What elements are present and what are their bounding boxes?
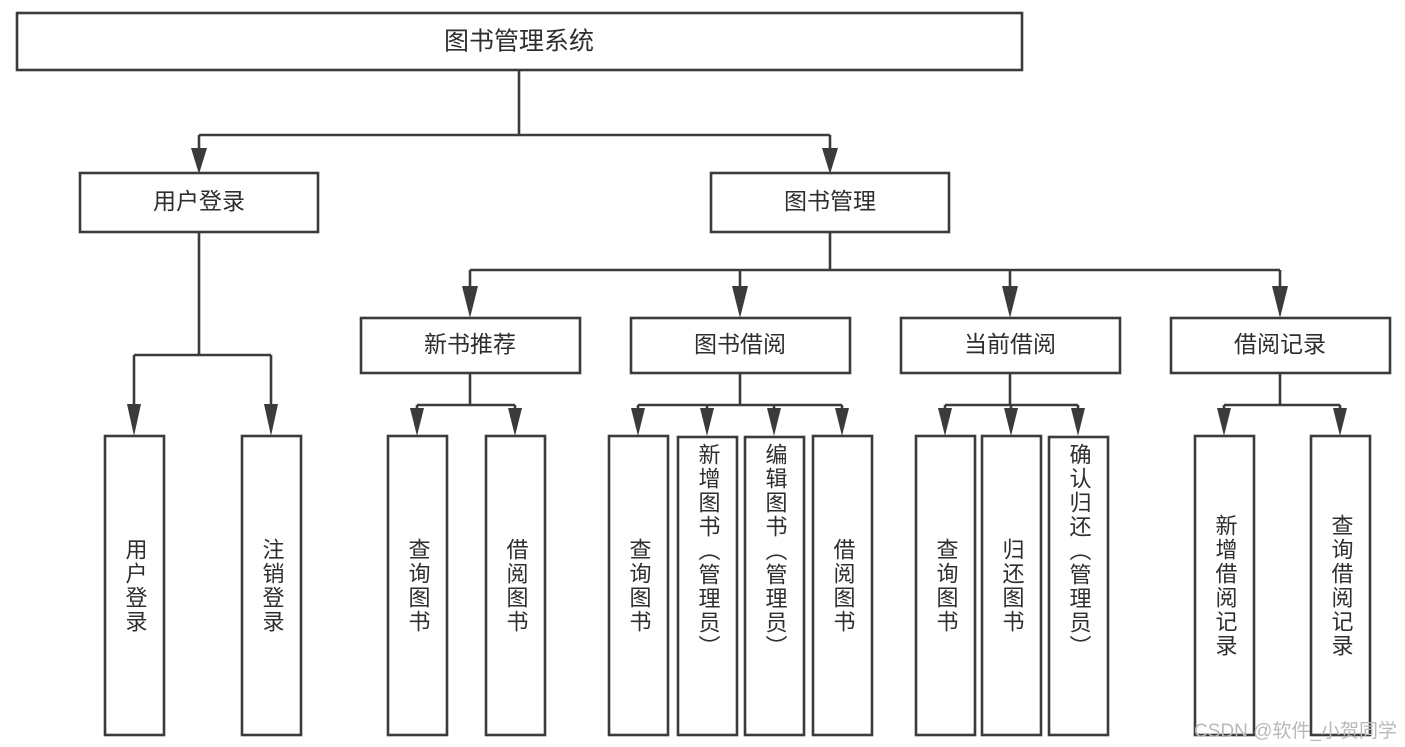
node-root[interactable]: 图书管理系统: [15, 11, 1024, 72]
arrow-bb-leaf-3: [767, 408, 781, 436]
arrow-bb-leaf-1: [631, 408, 645, 436]
leaf-borrow-book-1[interactable]: 借阅图书: [486, 436, 545, 735]
node-book-borrow[interactable]: 图书借阅: [629, 316, 852, 375]
leaf-confirm-return[interactable]: 确认归还（管理员）: [1049, 437, 1108, 735]
leaf-query-book-1[interactable]: 查询图书: [388, 436, 447, 735]
leaf-edit-book-label: 编辑图书（管理员）: [762, 443, 788, 659]
node-book-manage-box[interactable]: [709, 171, 951, 234]
leaf-borrow-book-1-label: 借阅图书: [503, 537, 529, 634]
leaf-add-record[interactable]: 新增借阅记录: [1195, 436, 1254, 735]
arrow-cb-leaf-3: [1071, 408, 1085, 436]
leaf-add-book-label: 新增图书（管理员）: [695, 443, 721, 659]
node-borrow-record-box[interactable]: [1169, 316, 1392, 375]
leaf-logout-login[interactable]: 注销登录: [242, 436, 301, 735]
arrow-root-to-user-login: [191, 148, 207, 174]
node-book-manage[interactable]: 图书管理: [709, 171, 951, 234]
leaf-logout-login-box[interactable]: [240, 434, 303, 737]
arrow-bb-leaf-2: [700, 408, 714, 436]
node-current-borrow-label: 当前借阅: [964, 331, 1056, 357]
leaf-query-book-2-box[interactable]: [607, 434, 670, 737]
leaf-borrow-book-1-box[interactable]: [484, 434, 547, 737]
leaf-add-record-box[interactable]: [1193, 434, 1256, 737]
arrow-root-to-book-manage: [822, 148, 838, 174]
leaf-query-book-2-label: 查询图书: [626, 537, 652, 634]
node-user-login-box[interactable]: [78, 171, 320, 234]
leaf-borrow-book-2-box[interactable]: [811, 434, 874, 737]
leaf-query-record[interactable]: 查询借阅记录: [1311, 436, 1370, 735]
leaf-logout-login-label: 注销登录: [259, 537, 285, 634]
leaf-query-book-3-label: 查询图书: [933, 537, 959, 634]
arrow-userlogin-leaf-2: [264, 404, 278, 436]
leaf-add-book[interactable]: 新增图书（管理员）: [678, 437, 737, 735]
arrow-newbook-leaf-2: [508, 408, 522, 436]
leaf-query-record-label: 查询借阅记录: [1328, 513, 1354, 658]
node-book-borrow-label: 图书借阅: [694, 331, 786, 357]
arrow-br-leaf-2: [1333, 408, 1347, 436]
node-new-book-rec-label: 新书推荐: [424, 331, 516, 357]
leaf-edit-book-box[interactable]: [743, 435, 806, 737]
arrow-bm-to-bookborrow: [732, 286, 748, 318]
leaf-query-record-box[interactable]: [1309, 434, 1372, 737]
node-new-book-rec-box[interactable]: [359, 316, 582, 375]
leaf-return-book-box[interactable]: [980, 434, 1043, 737]
leaf-borrow-book-2[interactable]: 借阅图书: [813, 436, 872, 735]
arrow-bm-to-currentborrow: [1002, 286, 1018, 318]
node-book-manage-label: 图书管理: [784, 188, 876, 214]
leaf-query-book-3[interactable]: 查询图书: [916, 436, 975, 735]
leaf-return-book[interactable]: 归还图书: [982, 436, 1041, 735]
leaf-query-book-3-box[interactable]: [914, 434, 977, 737]
connector-group: [127, 70, 1347, 436]
leaf-user-login-label: 用户登录: [122, 537, 148, 634]
leaf-query-book-1-box[interactable]: [386, 434, 449, 737]
node-borrow-record-label: 借阅记录: [1234, 331, 1326, 357]
node-new-book-rec[interactable]: 新书推荐: [359, 316, 582, 375]
node-root-box[interactable]: [15, 11, 1024, 72]
leaf-query-book-2[interactable]: 查询图书: [609, 436, 668, 735]
node-user-login[interactable]: 用户登录: [78, 171, 320, 234]
arrow-userlogin-leaf-1: [127, 404, 141, 436]
leaf-confirm-return-label: 确认归还（管理员）: [1066, 443, 1092, 659]
node-user-login-label: 用户登录: [153, 188, 245, 214]
arrow-cb-leaf-1: [938, 408, 952, 436]
node-book-borrow-box[interactable]: [629, 316, 852, 375]
node-current-borrow[interactable]: 当前借阅: [899, 316, 1122, 375]
leaf-add-record-label: 新增借阅记录: [1212, 513, 1238, 658]
node-root-label: 图书管理系统: [444, 28, 594, 56]
leaf-user-login[interactable]: 用户登录: [105, 436, 164, 735]
arrow-br-leaf-1: [1217, 408, 1231, 436]
leaf-edit-book[interactable]: 编辑图书（管理员）: [745, 437, 804, 735]
leaf-return-book-label: 归还图书: [999, 537, 1025, 634]
csdn-watermark: CSDN @软件_小贺同学: [1194, 721, 1397, 742]
leaf-user-login-box[interactable]: [103, 434, 166, 737]
leaf-confirm-return-box[interactable]: [1047, 435, 1110, 737]
arrow-cb-leaf-2: [1004, 408, 1018, 436]
leaf-add-book-box[interactable]: [676, 435, 739, 737]
arrow-bb-leaf-4: [835, 408, 849, 436]
leaf-group: [103, 434, 1372, 737]
leaf-query-book-1-label: 查询图书: [405, 537, 431, 634]
node-borrow-record[interactable]: 借阅记录: [1169, 316, 1392, 375]
node-current-borrow-box[interactable]: [899, 316, 1122, 375]
leaf-borrow-book-2-label: 借阅图书: [830, 537, 856, 634]
arrow-bm-to-newbook: [462, 286, 478, 318]
arrow-bm-to-borrowrecord: [1272, 286, 1288, 318]
arrow-newbook-leaf-1: [410, 408, 424, 436]
